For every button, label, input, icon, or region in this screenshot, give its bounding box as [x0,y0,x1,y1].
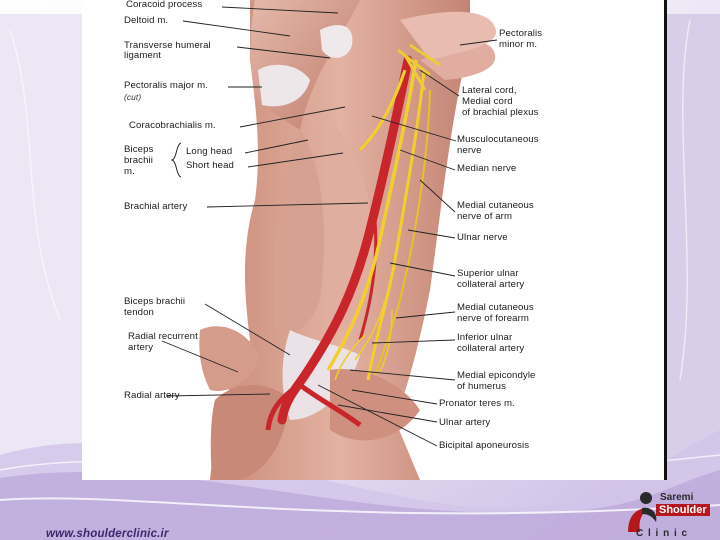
label-superior-ulnar-2: collateral artery [457,280,524,290]
label-pectoralis-minor: Pectoralis [499,29,542,39]
label-pronator-teres: Pronator teres m. [439,399,515,409]
logo-text-shoulder: Shoulder [656,504,710,516]
label-radial-recurrent-artery: artery [128,343,153,353]
label-medial-epicondyle: Medial epicondyle [457,371,536,381]
label-short-head: Short head [186,161,234,171]
label-musculocutaneous: Musculocutaneous [457,135,539,145]
saremi-shoulder-clinic-logo: Saremi Shoulder C l i n i c [622,486,720,540]
label-long-head: Long head [186,147,232,157]
label-medial-cutaneous-forearm-2: nerve of forearm [457,314,529,324]
label-transverse-humeral-ligament: ligament [124,51,161,61]
label-radial-artery: Radial artery [124,391,180,401]
label-lateral-cord: Lateral cord, [462,86,517,96]
label-medial-cord: Medial cord [462,97,513,107]
label-pectoralis-major: Pectoralis major m. [124,81,208,91]
label-biceps-tendon-2: tendon [124,308,154,318]
label-deltoid: Deltoid m. [124,16,168,26]
label-biceps-brachii: brachii [124,156,153,166]
label-median-nerve: Median nerve [457,164,516,174]
label-inferior-ulnar: Inferior ulnar [457,333,512,343]
biceps-bracket [172,143,181,177]
coracoid-tendon-shape [320,25,352,58]
label-brachial-artery: Brachial artery [124,202,187,212]
label-medial-cutaneous-arm: Medial cutaneous [457,201,534,211]
logo-text-clinic: C l i n i c [636,528,688,539]
logo-text-saremi: Saremi [660,492,693,503]
label-pectoralis-major-cut: (cut) [124,92,141,102]
label-radial-recurrent: Radial recurrent [128,332,198,342]
label-biceps: Biceps [124,145,153,155]
label-ulnar-artery: Ulnar artery [439,418,490,428]
label-coracobrachialis: Coracobrachialis m. [129,121,216,131]
label-medial-cutaneous-forearm: Medial cutaneous [457,303,534,313]
label-medial-cutaneous-arm-2: nerve of arm [457,212,512,222]
label-superior-ulnar: Superior ulnar [457,269,519,279]
website-url[interactable]: www.shoulderclinic.ir [46,528,169,540]
label-musculocutaneous-nerve: nerve [457,146,482,156]
label-coracoid-process: Coracoid process [126,0,202,10]
label-bicipital-aponeurosis: Bicipital aponeurosis [439,441,529,451]
label-inferior-ulnar-2: collateral artery [457,344,524,354]
label-medial-epicondyle-2: of humerus [457,382,506,392]
label-biceps-tendon: Biceps brachii [124,297,185,307]
label-brachial-plexus: of brachial plexus [462,108,538,118]
label-biceps-m: m. [124,167,135,177]
label-pectoralis-minor-2: minor m. [499,40,537,50]
label-ulnar-nerve: Ulnar nerve [457,233,508,243]
